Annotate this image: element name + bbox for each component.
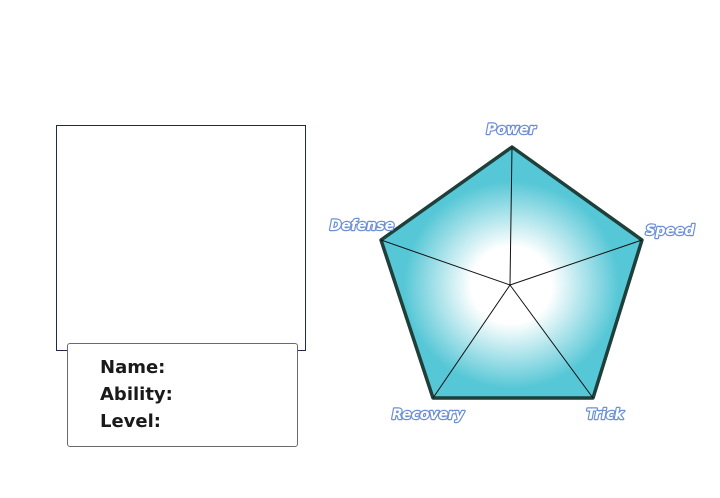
axis-label-recovery: Recovery bbox=[392, 407, 465, 423]
spoke-power bbox=[509, 146, 513, 286]
spoke-defense bbox=[380, 239, 511, 286]
stat-radar-chart: Power Speed Trick Recovery Defense bbox=[329, 121, 697, 424]
portrait-frame bbox=[56, 125, 306, 351]
axis-label-trick: Trick bbox=[586, 407, 625, 423]
axis-label-power: Power bbox=[486, 122, 536, 138]
spoke-trick bbox=[509, 284, 594, 399]
name-label: Name: bbox=[100, 357, 166, 378]
radar-spokes bbox=[380, 146, 643, 399]
spoke-speed bbox=[509, 239, 643, 286]
radar-pentagon bbox=[379, 145, 644, 400]
spoke-recovery bbox=[432, 284, 511, 399]
axis-label-speed: Speed bbox=[645, 223, 695, 239]
info-card: Name: Ability: Level: bbox=[67, 343, 298, 447]
level-label: Level: bbox=[100, 411, 161, 432]
ability-label: Ability: bbox=[100, 384, 173, 405]
axis-label-defense: Defense bbox=[330, 218, 395, 234]
